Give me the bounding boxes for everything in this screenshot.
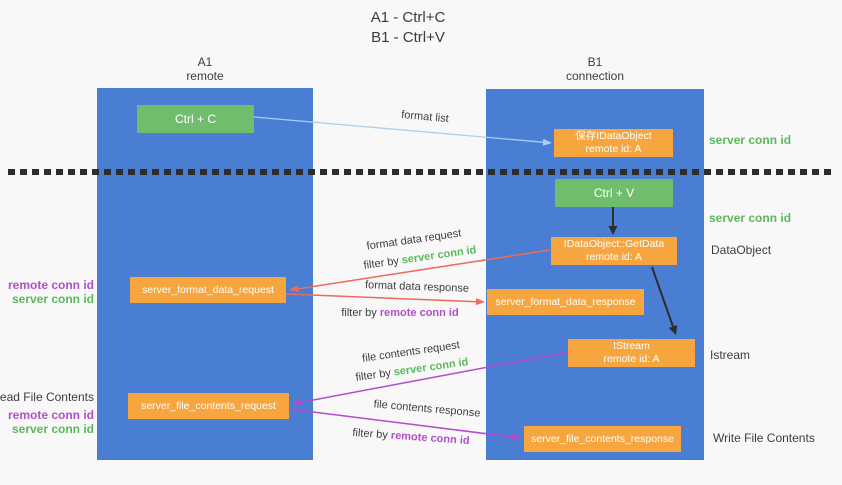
title-line-1: A1 - Ctrl+C (370, 9, 446, 26)
server-file-contents-response-node: server_file_contents_response (524, 426, 681, 452)
right-server-conn-id-annotation-1: server conn id (709, 133, 792, 147)
istream-line1: IStream (613, 340, 650, 352)
server-file-contents-response-label: server_file_contents_response (530, 432, 674, 445)
left-column-role: remote (186, 69, 224, 83)
getdata-node: IDataObject::GetData remote id: A (551, 237, 677, 265)
save-dataobject-line2: remote id: A (585, 143, 642, 155)
istream-annotation: Istream (710, 348, 751, 362)
right-column-name: B1 (587, 55, 603, 69)
left-server-conn-id-1: server conn id (11, 292, 94, 306)
getdata-to-istream-arrow (651, 266, 678, 335)
dataobject-annotation: DataObject (711, 243, 772, 257)
server-format-data-response-label: server_format_data_response (495, 295, 636, 308)
format-data-response-arrow (285, 293, 485, 306)
ctrl-c-node: Ctrl + C (137, 105, 254, 133)
ctrl-c-label: Ctrl + C (174, 112, 216, 126)
right-server-conn-id-annotation-2: server conn id (709, 211, 792, 225)
ctrl-v-label: Ctrl + V (593, 186, 635, 200)
save-dataobject-node: 保存IDataObject remote id: A (554, 129, 673, 157)
file-contents-response-arrow (288, 408, 521, 441)
ctrl-v-to-getdata-arrow (608, 207, 618, 235)
server-file-contents-request-label: server_file_contents_request (141, 399, 276, 412)
phase-separator-dotted-line (8, 169, 836, 175)
left-column-header: A1 remote (97, 55, 313, 83)
remote-conn-id-key: remote conn id (379, 307, 459, 319)
left-conn-id-annotation-group-1: remote conn id server conn id (0, 278, 94, 306)
write-file-contents-annotation: Write File Contents (713, 431, 815, 445)
istream-line2: remote id: A (603, 353, 660, 365)
server-file-contents-request-node: server_file_contents_request (128, 393, 289, 419)
getdata-line1: IDataObject::GetData (563, 238, 665, 250)
left-server-conn-id-2: server conn id (11, 422, 94, 436)
server-format-data-request-label: server_format_data_request (142, 283, 274, 296)
read-file-contents-annotation: Read File Contents (0, 390, 94, 404)
save-dataobject-line1: 保存IDataObject (575, 130, 652, 142)
left-remote-conn-id-1: remote conn id (7, 278, 94, 292)
left-column-name: A1 (197, 55, 213, 69)
left-remote-conn-id-2: remote conn id (7, 408, 94, 422)
istream-node: IStream remote id: A (568, 339, 695, 367)
left-read-file-annotation-group: Read File Contents remote conn id server… (0, 390, 94, 436)
ctrl-v-node: Ctrl + V (555, 179, 673, 207)
server-format-data-request-node: server_format_data_request (130, 277, 286, 303)
right-column-role: connection (565, 69, 625, 83)
getdata-line2: remote id: A (585, 251, 643, 263)
format-list-arrow (253, 116, 552, 146)
format-data-response-filter-label: filter by remote conn id (341, 307, 458, 319)
right-column-header: B1 connection (486, 55, 704, 83)
diagram-title: A1 - Ctrl+C B1 - Ctrl+V (0, 8, 816, 48)
filter-by-prefix: filter by (341, 307, 380, 319)
format-data-request-arrow (289, 249, 551, 293)
title-line-2: B1 - Ctrl+V (371, 29, 445, 46)
server-format-data-response-node: server_format_data_response (487, 289, 644, 315)
file-contents-request-arrow (292, 351, 569, 406)
